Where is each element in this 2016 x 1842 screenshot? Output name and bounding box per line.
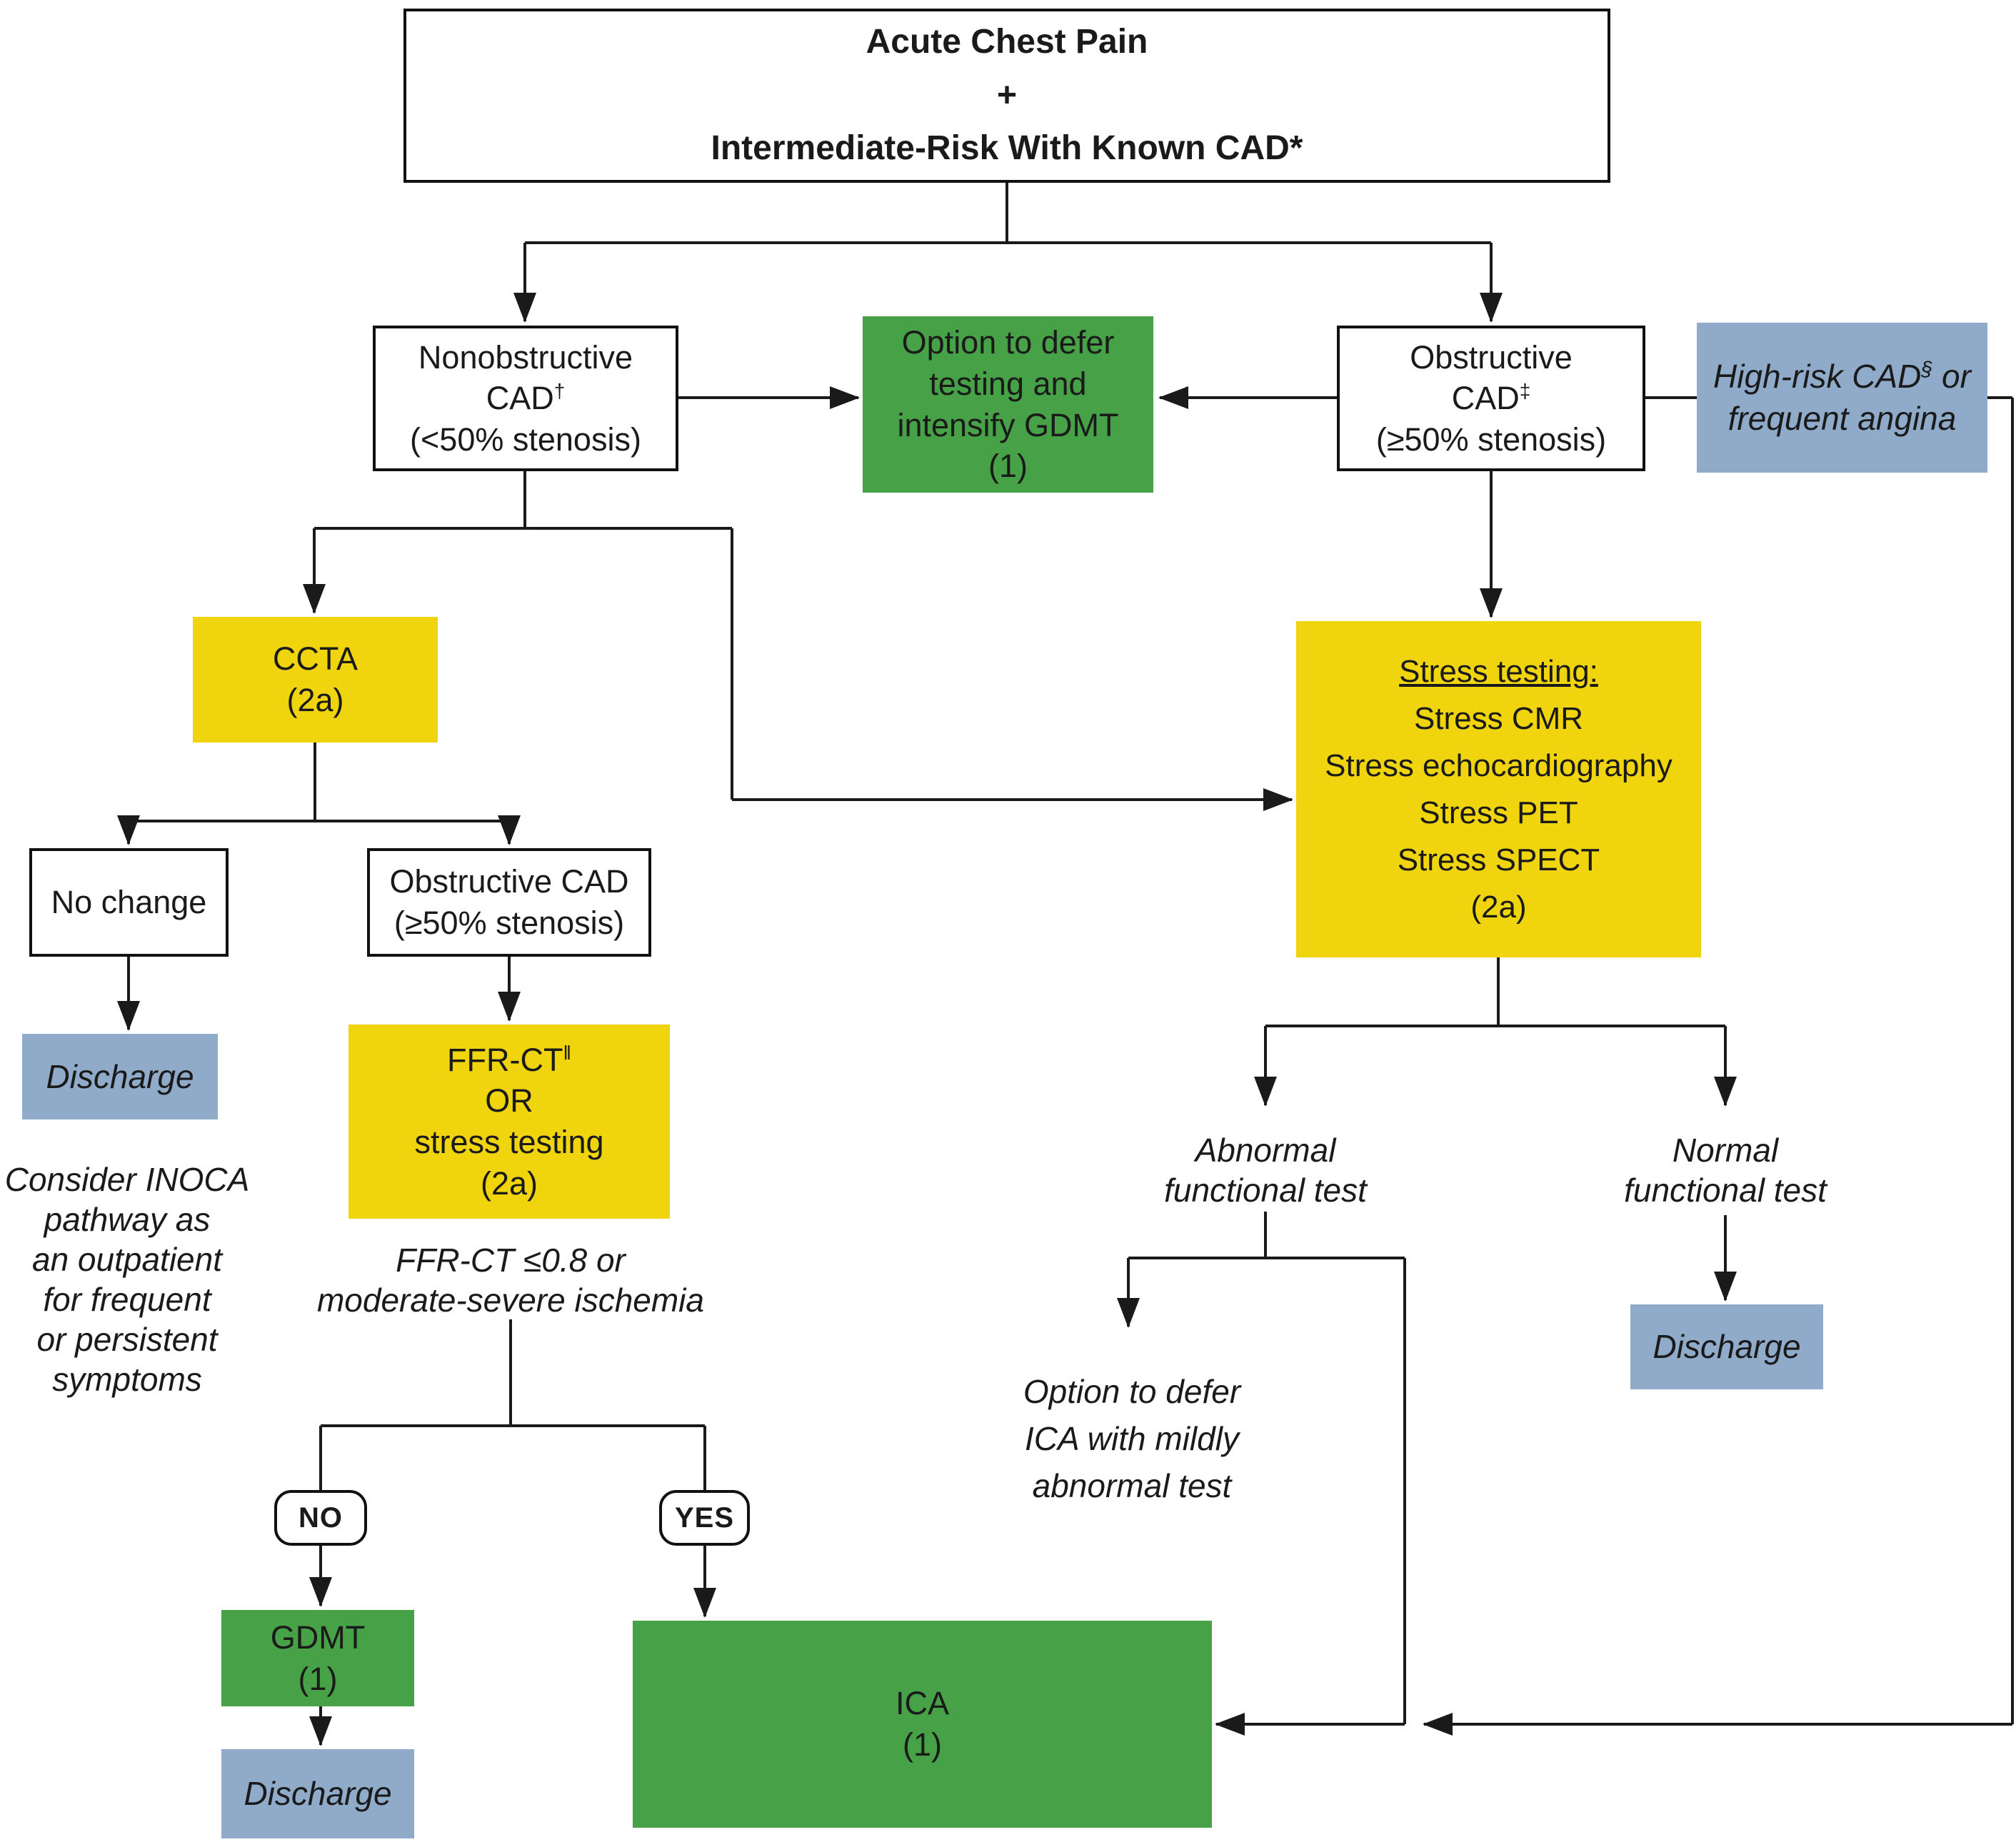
node-line: Obstructive CAD <box>389 863 629 900</box>
node-line: FFR-CT <box>447 1041 563 1078</box>
label-normal-functional-test: Normal functional test <box>1581 1130 1870 1210</box>
node-line: Obstructive <box>1410 338 1573 376</box>
section-superscript: § <box>1921 358 1933 381</box>
node-defer-testing-gdmt: Option to defer testing and intensify GD… <box>863 316 1153 493</box>
node-line: Option to defer <box>901 324 1115 361</box>
node-line: stress testing <box>414 1124 604 1160</box>
note-line: an outpatient <box>31 1241 222 1278</box>
node-high-risk-cad: High-risk CAD§ or frequent angina <box>1697 323 1987 473</box>
title-line: Intermediate-Risk With Known CAD* <box>711 129 1303 168</box>
node-line: Stress echocardiography <box>1325 748 1673 783</box>
node-line: frequent angina <box>1727 400 1957 437</box>
node-line: High-risk CAD <box>1713 358 1922 396</box>
note-line: Consider INOCA <box>4 1161 250 1198</box>
node-nonobstructive-cad: Nonobstructive CAD† (<50% stenosis) <box>373 326 678 471</box>
node-line: High-risk CAD§ or <box>1713 356 1971 398</box>
node-line: Stress PET <box>1419 795 1578 830</box>
dagger-superscript: † <box>553 380 566 403</box>
class-of-recommendation: (1) <box>903 1726 942 1763</box>
node-acute-chest-pain: Acute Chest Pain + Intermediate-Risk Wit… <box>403 9 1610 183</box>
class-of-recommendation: (2a) <box>286 682 344 718</box>
node-obstructive-cad: Obstructive CAD‡ (≥50% stenosis) <box>1337 326 1645 471</box>
node-line: Stress SPECT <box>1397 842 1600 877</box>
class-of-recommendation: (1) <box>298 1660 338 1697</box>
node-discharge-normal-test: Discharge <box>1630 1304 1823 1389</box>
note-line: pathway as <box>44 1201 211 1238</box>
node-line: testing and <box>929 365 1087 402</box>
note-line: for frequent <box>43 1281 211 1318</box>
node-line: FFR-CT‖ <box>447 1040 571 1081</box>
class-of-recommendation: (1) <box>988 448 1028 485</box>
double-bar-superscript: ‖ <box>563 1041 571 1064</box>
decision-yes-pill: YES <box>659 1490 750 1546</box>
pill-label: YES <box>674 1501 735 1534</box>
node-line: (≥50% stenosis) <box>393 905 625 941</box>
node-line: Discharge <box>46 1057 194 1095</box>
node-line: OR <box>485 1082 533 1119</box>
node-line: Discharge <box>1653 1328 1801 1366</box>
node-obstructive-cad-ccta-result: Obstructive CAD (≥50% stenosis) <box>367 848 651 957</box>
note-line: functional test <box>1164 1172 1367 1209</box>
plus-sign: + <box>996 76 1018 114</box>
note-line: moderate-severe ischemia <box>316 1282 704 1319</box>
node-line-underlined: Stress testing: <box>1399 653 1598 689</box>
node-line: Stress CMR <box>1413 700 1584 736</box>
node-line: or <box>1932 358 1971 396</box>
class-of-recommendation: (2a) <box>1470 889 1527 925</box>
class-of-recommendation: (2a) <box>480 1164 538 1202</box>
title-line: Acute Chest Pain <box>866 23 1148 61</box>
node-gdmt: GDMT (1) <box>221 1610 414 1706</box>
node-ica: ICA (1) <box>633 1621 1212 1828</box>
node-line: (<50% stenosis) <box>410 421 641 458</box>
note-line: Abnormal <box>1195 1132 1336 1169</box>
pill-label: NO <box>299 1501 343 1534</box>
node-line: Nonobstructive <box>418 338 633 376</box>
node-line: No change <box>51 884 207 921</box>
node-line: CAD <box>486 380 554 417</box>
double-dagger-superscript: ‡ <box>1519 380 1531 403</box>
node-line: Discharge <box>244 1775 392 1813</box>
note-line: FFR-CT ≤0.8 or <box>396 1242 626 1279</box>
node-line: CAD <box>1451 380 1520 417</box>
note-line: ICA with mildly <box>1025 1420 1239 1457</box>
note-defer-ica: Option to defer ICA with mildly abnormal… <box>989 1368 1275 1509</box>
node-discharge-gdmt: Discharge <box>221 1749 414 1838</box>
note-line: or persistent <box>36 1321 218 1358</box>
node-line: GDMT <box>270 1619 366 1656</box>
node-line: (≥50% stenosis) <box>1375 421 1607 458</box>
node-ffr-ct-or-stress-testing: FFR-CT‖ OR stress testing (2a) <box>348 1025 670 1219</box>
node-line: ICA <box>895 1685 949 1722</box>
note-line: functional test <box>1624 1172 1827 1209</box>
node-ccta: CCTA (2a) <box>193 617 438 743</box>
note-line: Option to defer <box>1023 1373 1241 1410</box>
node-line: CAD‡ <box>1452 378 1531 419</box>
label-abnormal-functional-test: Abnormal functional test <box>1121 1130 1410 1210</box>
node-line: CAD† <box>486 378 566 419</box>
note-line: symptoms <box>52 1361 202 1398</box>
node-stress-testing: Stress testing: Stress CMR Stress echoca… <box>1296 621 1701 957</box>
node-discharge-inoca: Discharge <box>22 1034 218 1119</box>
note-inoca-pathway: Consider INOCA pathway as an outpatient … <box>0 1159 254 1399</box>
node-line: intensify GDMT <box>897 406 1119 443</box>
node-no-change: No change <box>29 848 229 957</box>
note-line: Normal <box>1672 1132 1779 1169</box>
note-ffr-ct-threshold: FFR-CT ≤0.8 or moderate-severe ischemia <box>300 1240 721 1320</box>
decision-no-pill: NO <box>274 1490 367 1546</box>
node-line: CCTA <box>272 640 358 678</box>
note-line: abnormal test <box>1032 1467 1232 1504</box>
